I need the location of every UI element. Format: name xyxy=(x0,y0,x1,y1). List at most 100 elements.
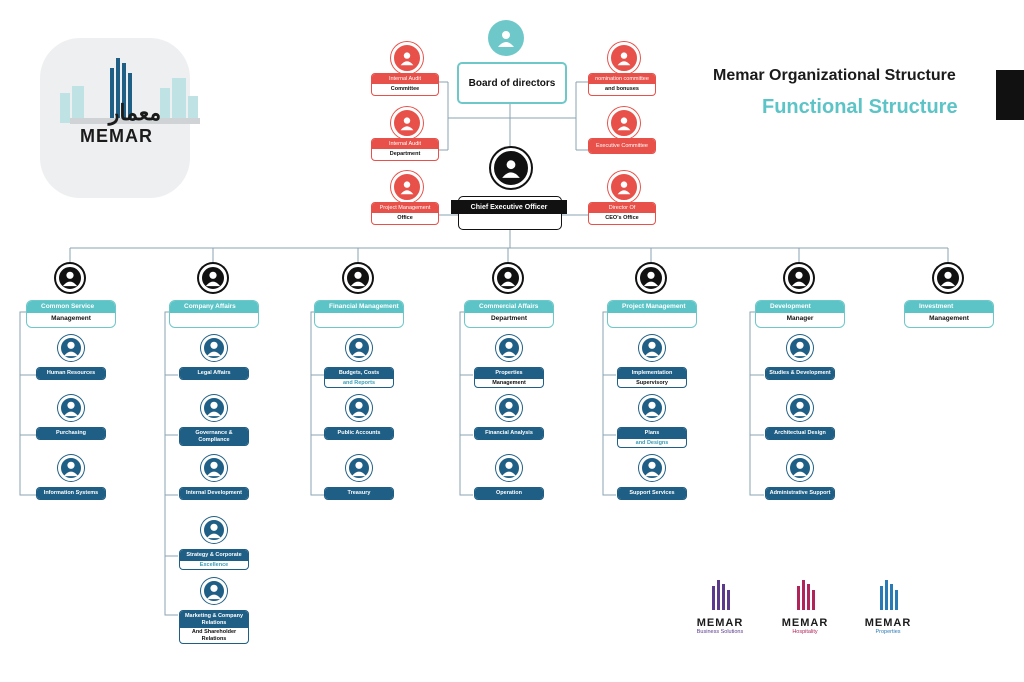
sub-unit-box[interactable]: Public Accounts xyxy=(324,427,394,440)
brand-logo-hospitality: MEMAR Hospitality xyxy=(775,580,835,635)
user-icon xyxy=(496,335,522,361)
department-head-icon xyxy=(344,264,372,292)
user-icon xyxy=(346,455,372,481)
sub-unit-sublabel: Excellence xyxy=(199,561,229,568)
sub-unit-label: Plans xyxy=(618,428,686,439)
department-title: Commercial Affairs xyxy=(465,301,553,313)
department-box[interactable]: Company Affairs xyxy=(169,300,259,328)
committee-title: Executive Committee xyxy=(589,139,655,154)
sub-unit-box[interactable]: Human Resources xyxy=(36,367,106,380)
brand-word: MEMAR xyxy=(864,617,912,629)
user-icon xyxy=(58,395,84,421)
department-subtitle: Management xyxy=(51,315,91,322)
internal-audit-department-box[interactable]: Internal Audit Department xyxy=(371,138,439,161)
sub-unit-box[interactable]: Support Services xyxy=(617,487,687,500)
committee-subtitle: CEO's Office xyxy=(605,215,639,222)
sub-unit-box[interactable]: Internal Development xyxy=(179,487,249,500)
sub-unit-box[interactable]: Studies & Development xyxy=(765,367,835,380)
department-subtitle: Department xyxy=(490,315,528,322)
user-icon xyxy=(608,42,640,74)
sub-unit-sublabel: and Designs xyxy=(635,439,669,446)
department-title: Common Service xyxy=(27,301,115,313)
page-subtitle: Functional Structure xyxy=(762,96,958,118)
user-icon xyxy=(608,171,640,203)
project-management-office-box[interactable]: Project Management Office xyxy=(371,202,439,225)
sub-unit-box[interactable]: Information Systems xyxy=(36,487,106,500)
sub-unit-label: Human Resources xyxy=(37,368,105,379)
sub-unit-label: Governance & Compliance xyxy=(180,428,248,446)
sub-unit-box[interactable]: Governance & Compliance xyxy=(179,427,249,447)
department-box[interactable]: Financial Management xyxy=(314,300,404,328)
corner-tab xyxy=(996,70,1024,120)
department-title: Project Management xyxy=(608,301,696,313)
page-title: Memar Organizational Structure xyxy=(713,67,956,84)
user-icon xyxy=(496,395,522,421)
sub-unit-box[interactable]: Operation xyxy=(474,487,544,500)
ceo-box[interactable]: Chief Executive Officer xyxy=(451,196,567,230)
sub-unit-label: Architectual Design xyxy=(766,428,834,439)
sub-unit-sublabel: And Shareholder Relations xyxy=(191,629,237,642)
sub-unit-box[interactable]: Financial Analysis xyxy=(474,427,544,440)
user-icon xyxy=(391,42,423,74)
ceo-label: Chief Executive Officer xyxy=(451,200,567,214)
brand-word: MEMAR xyxy=(696,617,744,629)
brand-logo-business-solutions: MEMAR Business Solutions xyxy=(690,580,750,635)
committee-subtitle: Office xyxy=(397,215,413,222)
user-icon xyxy=(639,335,665,361)
user-icon xyxy=(787,455,813,481)
department-head-icon xyxy=(785,264,813,292)
department-title: Company Affairs xyxy=(170,301,258,313)
board-of-directors-box[interactable]: Board of directors xyxy=(457,62,567,104)
logo-wordmark: MEMAR xyxy=(80,126,153,146)
department-subtitle: Manager xyxy=(786,315,814,322)
executive-committee-box[interactable]: Executive Committee xyxy=(588,138,656,155)
sub-unit-label: Financial Analysis xyxy=(475,428,543,439)
department-subtitle: Management xyxy=(929,315,969,322)
committee-subtitle: Department xyxy=(389,151,421,158)
user-icon xyxy=(58,335,84,361)
department-head-icon xyxy=(934,264,962,292)
nomination-committee-box[interactable]: nomination committee and bonuses xyxy=(588,73,656,96)
user-icon xyxy=(608,107,640,139)
committee-title: Project Management xyxy=(372,203,438,214)
brand-sub: Hospitality xyxy=(792,629,818,635)
department-head-icon xyxy=(56,264,84,292)
user-icon xyxy=(391,171,423,203)
user-icon xyxy=(58,455,84,481)
sub-unit-box[interactable]: Legal Affairs xyxy=(179,367,249,380)
sub-unit-label: Studies & Development xyxy=(766,368,834,379)
sub-unit-box[interactable]: Treasury xyxy=(324,487,394,500)
brand-word: MEMAR xyxy=(781,617,829,629)
sub-unit-label: Internal Development xyxy=(180,488,248,499)
sub-unit-label: Public Accounts xyxy=(325,428,393,439)
department-title: Investment xyxy=(905,301,993,313)
user-icon xyxy=(201,517,227,543)
sub-unit-label: Purchasing xyxy=(37,428,105,439)
sub-unit-box[interactable]: Purchasing xyxy=(36,427,106,440)
department-title: Financial Management xyxy=(315,301,403,313)
user-icon xyxy=(639,455,665,481)
department-head-icon xyxy=(637,264,665,292)
user-icon xyxy=(201,395,227,421)
sub-unit-box[interactable]: Administrative Support xyxy=(765,487,835,500)
sub-unit-box[interactable]: Architectual Design xyxy=(765,427,835,440)
sub-unit-label: Legal Affairs xyxy=(180,368,248,379)
user-icon xyxy=(201,455,227,481)
internal-audit-committee-box[interactable]: Internal Audit Committee xyxy=(371,73,439,96)
user-icon xyxy=(391,107,423,139)
user-icon xyxy=(639,395,665,421)
director-ceo-office-box[interactable]: Director Of CEO's Office xyxy=(588,202,656,225)
committee-title: Internal Audit xyxy=(372,139,438,150)
department-box[interactable]: Project Management xyxy=(607,300,697,328)
